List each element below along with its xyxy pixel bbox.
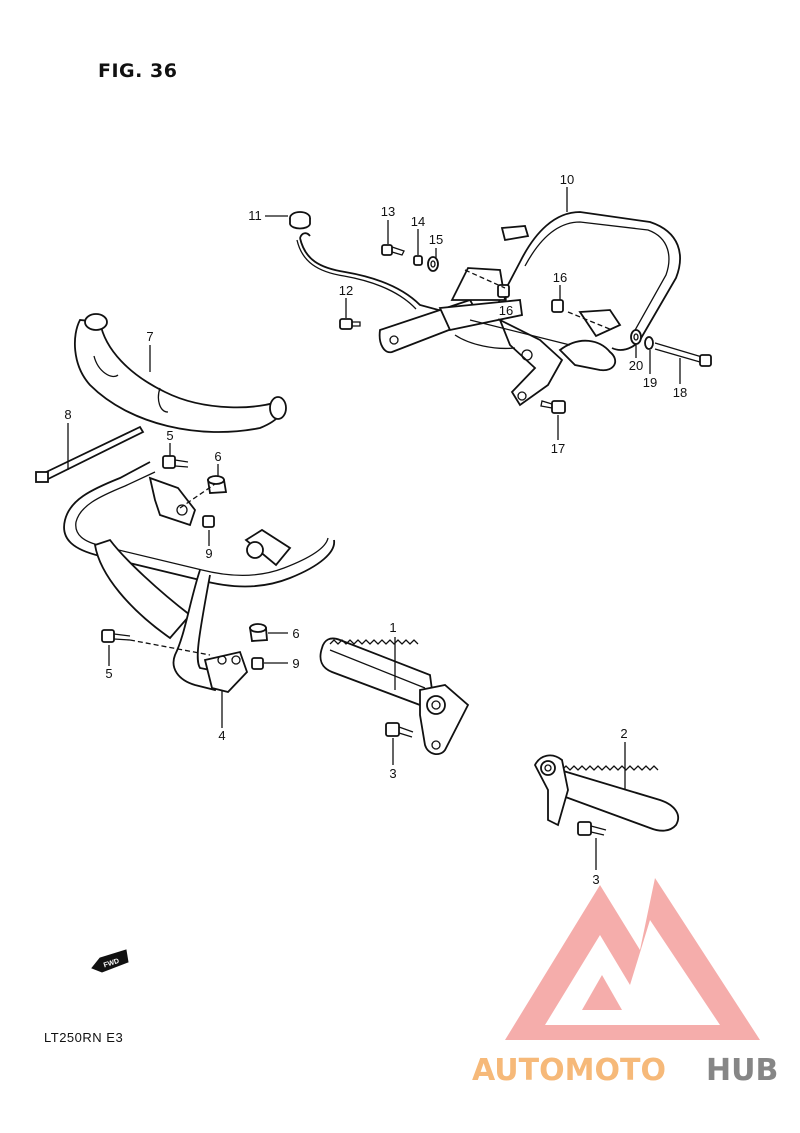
callout-6: 6 [214, 449, 221, 464]
callout-3: 3 [389, 766, 396, 781]
bolt-5a [162, 455, 189, 469]
washer-20 [630, 329, 642, 345]
bolt-17 [540, 400, 566, 414]
fwd-label: FWD [103, 958, 120, 970]
callout-10: 10 [560, 172, 574, 187]
callout-7: 7 [146, 329, 153, 344]
callout-9: 9 [205, 546, 212, 561]
callout-9: 9 [292, 656, 299, 671]
callout-1: 1 [389, 620, 396, 635]
callout-5: 5 [166, 428, 173, 443]
figure-title: FIG. 36 [98, 60, 178, 82]
nut-16b [551, 299, 564, 313]
nut-9a [202, 515, 215, 528]
rear-carrier-rack [296, 211, 681, 407]
watermark-brand-primary: AUTOMOTO [472, 1053, 666, 1088]
callout-15: 15 [429, 232, 443, 247]
callout-5: 5 [105, 666, 112, 681]
callout-2: 2 [620, 726, 627, 741]
watermark-logo: AUTOMOTO HUB [472, 878, 778, 1088]
callout-17: 17 [551, 441, 565, 456]
callout-16: 16 [553, 270, 567, 285]
footrest-right [319, 637, 470, 756]
callout-16: 16 [499, 303, 513, 318]
rubber-cap [289, 211, 311, 230]
nut-16a [497, 284, 510, 298]
model-code: LT250RN E3 [44, 1030, 124, 1045]
bolt-18 [654, 342, 712, 367]
fwd-arrow-marker: FWD [91, 949, 129, 973]
footrest-left [533, 754, 680, 832]
washer-15 [427, 256, 439, 272]
callout-19: 19 [643, 375, 657, 390]
bolt-3a [385, 722, 414, 738]
callout-3: 3 [592, 872, 599, 887]
washer-19 [644, 336, 654, 350]
callout-12: 12 [339, 283, 353, 298]
bolt-3b [577, 821, 607, 836]
collar-6a [206, 475, 228, 494]
bolt-12 [339, 318, 361, 330]
nut-9b [251, 657, 264, 670]
callout-6: 6 [292, 626, 299, 641]
callout-labels: 1 2 3 3 4 5 5 6 6 7 8 9 9 10 11 12 13 14… [64, 172, 687, 887]
callout-14: 14 [411, 214, 425, 229]
bolt-5b [101, 629, 131, 643]
callout-4: 4 [218, 728, 225, 743]
cable-tie [35, 425, 145, 483]
grip-cover [74, 313, 287, 433]
callout-13: 13 [381, 204, 395, 219]
collar-6b [248, 623, 268, 642]
bolt-13 [381, 244, 405, 256]
callout-18: 18 [673, 385, 687, 400]
front-guard [63, 461, 335, 694]
leader-lines [67, 187, 681, 870]
callout-11: 11 [248, 208, 262, 223]
callout-8: 8 [64, 407, 71, 422]
callout-20: 20 [629, 358, 643, 373]
watermark-brand-secondary: HUB [706, 1053, 778, 1088]
nut-14 [413, 255, 423, 266]
